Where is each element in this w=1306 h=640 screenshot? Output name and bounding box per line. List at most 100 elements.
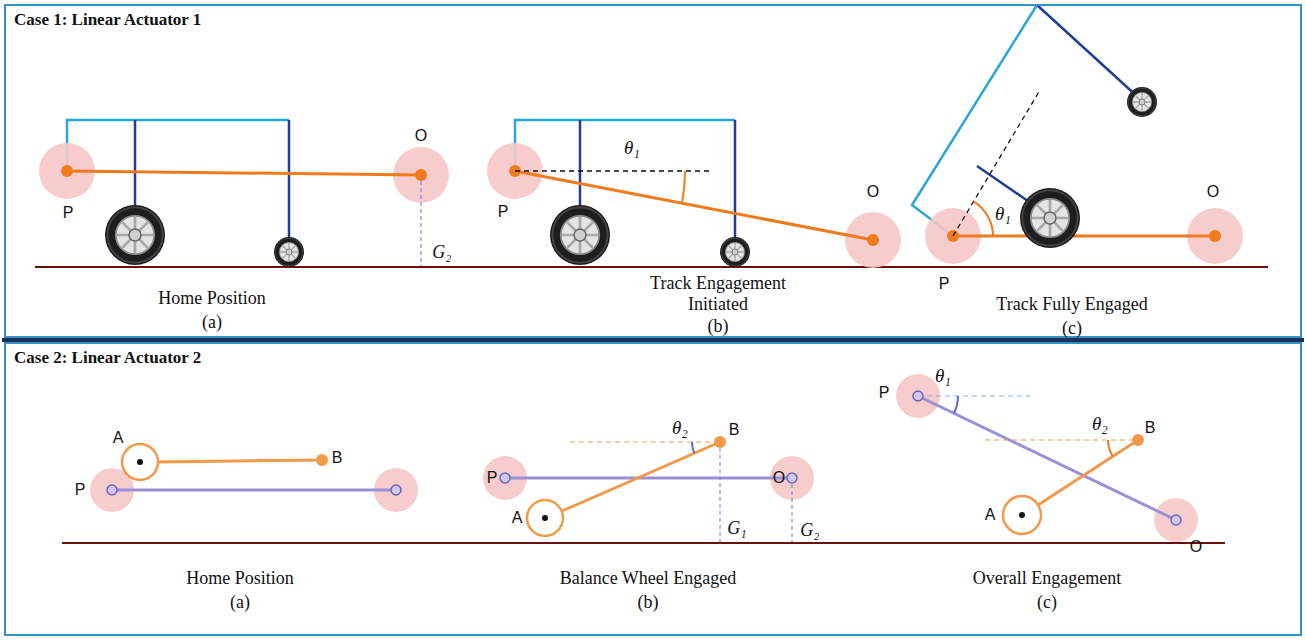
point-label: O: [867, 183, 879, 201]
linkage-balance-wheel: [483, 436, 814, 542]
ground-line: [35, 266, 1268, 268]
vehicle-track-engaged-part: [974, 202, 993, 236]
linkage-home-part: [107, 485, 117, 495]
point-label: O: [1190, 538, 1202, 556]
linkage-overall-part: [1038, 440, 1138, 505]
panel-heading: Case 2: Linear Actuator 2: [6, 344, 209, 372]
linkage-balance-wheel-part: [570, 441, 720, 442]
linkage-balance-wheel-part: [787, 473, 797, 483]
caption: (c): [1062, 318, 1082, 339]
linkage-home-part: [112, 489, 396, 492]
vehicle-engagement-initiated-part: [867, 234, 879, 246]
point-label: A: [512, 509, 523, 527]
point-label: A: [113, 429, 124, 447]
caption: Track Fully Engaged: [996, 294, 1147, 315]
linkage-overall-part: [1019, 512, 1025, 518]
caption: Overall Engagement: [973, 568, 1121, 589]
linkage-overall-part: [918, 396, 1176, 520]
gap-label: G₁: [727, 518, 746, 539]
linkage-balance-wheel-part: [527, 500, 563, 536]
caption: (b): [638, 592, 659, 613]
vehicle-track-engaged-part: [953, 90, 1040, 236]
vehicle-engagement-initiated-part: [550, 205, 610, 265]
vehicle-track-engaged-part: [1020, 188, 1080, 248]
vehicle-engagement-initiated-part: [720, 237, 750, 267]
linkage-balance-wheel-part: [714, 436, 726, 448]
linkage-overall-part: [913, 391, 923, 401]
linkage-overall-part: [918, 395, 1030, 396]
vehicle-home-part: [105, 205, 165, 265]
linkage-balance-wheel-part: [542, 515, 548, 521]
linkage-overall-part: [1108, 440, 1113, 456]
linkage-overall-part: [1171, 515, 1181, 525]
point-label: A: [985, 506, 996, 524]
point-label: O: [415, 127, 427, 145]
gap-label: G₂: [432, 242, 451, 263]
linkage-balance-wheel-part: [505, 477, 792, 480]
linkage-overall-part: [985, 439, 1138, 440]
vehicle-engagement-initiated-part: [845, 212, 901, 268]
point-label: B: [1145, 419, 1156, 437]
vehicle-home-part: [415, 169, 427, 181]
point-label: B: [729, 421, 740, 439]
angle-label: θ₁: [995, 203, 1011, 225]
caption: Balance Wheel Engaged: [560, 568, 737, 589]
linkage-home-part: [391, 485, 401, 495]
angle-label: θ₁: [624, 137, 640, 159]
linkage-overall-part: [896, 374, 940, 418]
vehicle-home: [39, 120, 449, 267]
caption: (a): [230, 592, 250, 613]
linkage-balance-wheel-part: [562, 442, 720, 511]
vehicle-track-engaged-part: [977, 5, 1140, 208]
caption: (a): [202, 312, 222, 333]
point-label: P: [498, 203, 509, 221]
vehicle-home-part: [274, 237, 304, 267]
point-label: P: [63, 204, 74, 222]
linkage-overall: [896, 374, 1198, 542]
ground-line: [62, 542, 1225, 544]
linkage-balance-wheel-part: [719, 448, 720, 542]
vehicle-track-engaged-part: [1127, 87, 1157, 117]
point-label: B: [332, 449, 343, 467]
angle-label: θ₁: [935, 365, 951, 387]
linkage-home: [90, 444, 418, 512]
vehicle-home-part: [61, 165, 73, 177]
caption: Track Engagement Initiated: [631, 273, 806, 315]
vehicle-home-part: [67, 120, 289, 171]
gap-label: G₂: [800, 520, 819, 541]
linkage-balance-wheel-part: [692, 442, 694, 453]
point-label: P: [487, 469, 498, 487]
caption: (b): [708, 316, 729, 337]
vehicle-home-part: [67, 171, 421, 175]
linkage-home-part: [316, 454, 328, 466]
caption: Home Position: [158, 288, 266, 309]
vehicle-engagement-initiated: [487, 120, 901, 268]
caption: (c): [1037, 592, 1057, 613]
linkage-home-part: [158, 460, 322, 462]
vehicle-engagement-initiated-part: [515, 120, 735, 171]
point-label: O: [1207, 183, 1219, 201]
linkage-overall-part: [1003, 496, 1041, 534]
linkage-overall-part: [1154, 498, 1198, 542]
vehicle-track-engaged-part: [1209, 230, 1221, 242]
linkage-overall-part: [954, 396, 958, 413]
vehicle-track-engaged: [912, 5, 1243, 264]
angle-label: θ₂: [672, 417, 688, 439]
angle-label: θ₂: [1092, 413, 1108, 435]
vehicle-home-part: [420, 181, 421, 266]
caption: Home Position: [186, 568, 294, 589]
panel-heading: Case 1: Linear Actuator 1: [6, 6, 209, 34]
linkage-home-part: [137, 459, 143, 465]
vehicle-engagement-initiated-part: [515, 170, 710, 171]
point-label: O: [773, 469, 785, 487]
point-label: P: [939, 275, 950, 293]
vehicle-track-engaged-part: [912, 5, 1037, 236]
linkage-overall-part: [1132, 434, 1144, 446]
linkage-home-part: [122, 444, 158, 480]
point-label: P: [75, 481, 86, 499]
point-label: P: [879, 384, 890, 402]
linkage-balance-wheel-part: [791, 484, 792, 542]
